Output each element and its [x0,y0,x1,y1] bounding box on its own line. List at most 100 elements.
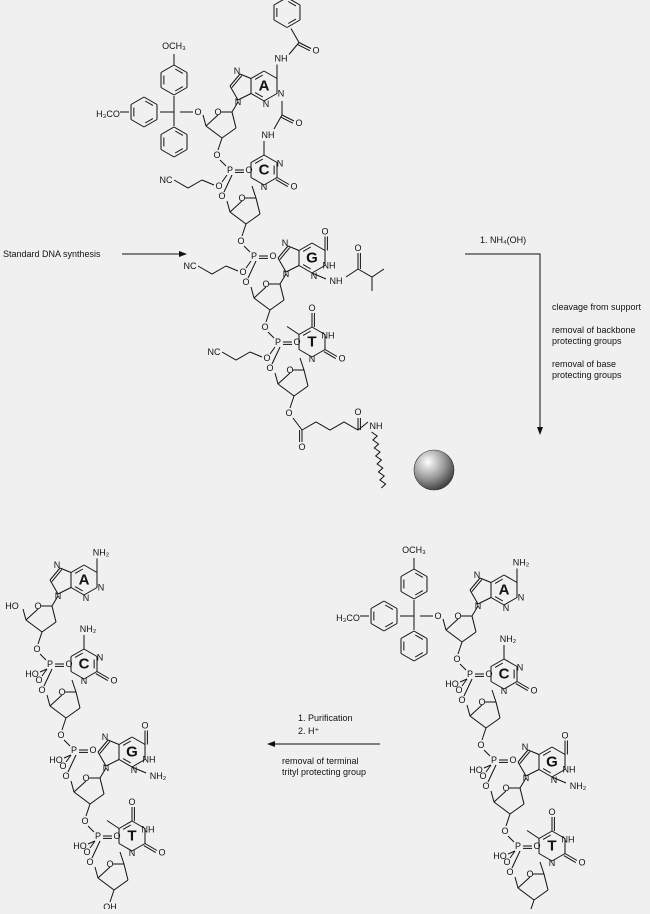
deoxyribose-bond [123,863,129,881]
ring-oxygen-label: O [526,869,533,879]
deoxyribose-bond [253,286,267,299]
c3-bond [61,717,67,731]
base-letter-g: G [306,250,318,267]
phenyl-ring [400,591,415,600]
phenyl-ring [143,96,158,105]
c3-hydroxyl-label: OH [103,902,117,909]
glycosidic-bond [539,861,545,875]
imidazole-bond [517,749,529,763]
deoxyribose-bond [41,621,57,633]
c5-bond [514,876,519,889]
phenyl-ring [370,600,385,609]
deoxyribose-bond [49,705,67,719]
pyrimidine-ring [83,648,98,657]
amine-label: NH [274,54,287,64]
deoxyribose-bond [99,777,105,795]
methyl-bond [526,830,540,839]
deoxyribose-bond [277,372,291,385]
hydroxyl-bond [507,850,516,855]
deoxyribose-bond [269,299,285,311]
glycosidic-bond [491,689,497,703]
succinyl-oxygen-label: O [285,408,292,418]
glycosidic-bond [519,777,527,789]
glycosidic-bond [471,605,479,617]
c5-bond [250,286,255,299]
deoxyribose-bond [253,297,271,311]
n7-label: N [234,66,241,76]
n3-label: NH [141,825,154,835]
imidazole-bond [105,759,120,767]
amine-label: NH [262,130,275,140]
nitrile-label: NC [208,347,221,357]
imidazole-bond [469,577,481,591]
phosphoryl-oxygen-label: O [293,337,300,347]
nitrile-label: NC [160,175,173,185]
amine-bond [311,272,327,280]
purine-ring [254,92,264,98]
amide-bond [273,114,283,130]
n7-label: N [282,238,289,248]
p-o-bond [247,260,257,279]
carbonyl-oxygen-label: O [298,442,305,452]
phosphoryl-oxygen-label: O [89,745,96,755]
ring-oxygen-label: O [502,783,509,793]
phosphorus-label: P [95,831,101,841]
c5-oxygen-label: O [218,191,225,201]
c3-oxygen-label: O [81,816,88,826]
phenyl-ring [160,87,175,96]
phosphoryl-oxygen-label: O [269,251,276,261]
carbonyl-bond [323,351,337,360]
purine-ring [302,246,312,252]
carbonyl-bond [276,177,290,185]
purine-ring [122,758,132,764]
c3-bond [481,727,487,741]
carbonyl-oxygen-label: O [158,848,165,858]
purine-ring [254,74,264,80]
imidazole-bond [57,587,72,595]
purine-ring [74,568,84,574]
p-o-bond [511,850,521,869]
deoxyribose-bond [65,707,81,719]
base-letter-g: G [546,754,558,771]
phenyl-ring [400,653,415,662]
deoxyribose-bond [25,619,43,633]
phenyl-ring [144,118,154,124]
imidazole-bond [59,567,72,573]
hydroxyl-bond [459,678,468,683]
carbonyl-oxygen-label: O [578,858,585,868]
ester-bond [41,668,48,677]
c3-oxygen-label: O [57,730,64,740]
amide-bond [345,268,359,278]
carbonyl-oxygen-label: O [354,407,361,417]
cyanoethyl-bond [173,179,203,189]
c5-oxygen-label: O [482,781,489,791]
pyrimidine-ring [263,177,278,186]
ring-oxygen-label: O [238,193,245,203]
imidazole-bond [97,739,109,753]
phenyl-ring [400,630,415,639]
base-letter-c: C [79,656,90,673]
carbonyl-bond [516,681,530,689]
base-note-line2: protecting groups [552,370,622,380]
phenyl-ring [383,623,398,632]
carbonyl-oxygen-label: O [548,807,555,817]
base-letter-t: T [307,334,316,351]
ester-bond [89,840,96,849]
amide-bond [288,42,300,55]
deoxyribose-bond [75,691,81,709]
deoxyribose-bond [245,213,261,225]
imidazole-bond [527,749,540,755]
phenyl-ring [413,568,428,577]
trityl-note-line2: trityl protecting group [282,767,366,777]
deoxyribose-bond [277,383,295,397]
pyrimidine-ring [311,349,326,358]
n3-label: N [517,663,524,673]
purine-ring [311,265,326,274]
ring-oxygen-label: O [106,859,113,869]
c5-bond [226,200,231,213]
pyrimidine-ring [118,820,133,829]
imidazole-bond [49,567,61,581]
phenyl-ring [287,18,297,24]
base-letter-a: A [259,78,270,95]
c5-oxygen-label: O [458,695,465,705]
